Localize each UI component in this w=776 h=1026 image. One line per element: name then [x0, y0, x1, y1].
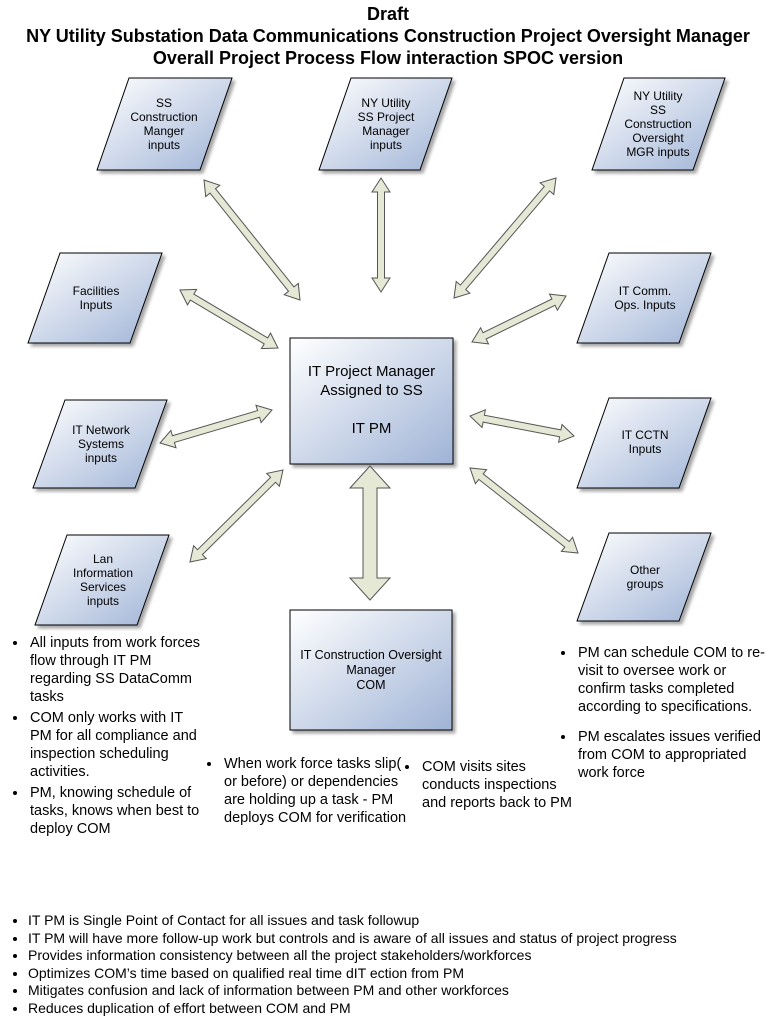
node-it-comm-ops-shape: [576, 252, 712, 344]
node-lan-info-label: Lan Information Services inputs: [72, 552, 134, 608]
node-it-cctn-label: IT CCTN Inputs: [621, 428, 669, 456]
summary-note: Mitigates confusion and lack of informat…: [28, 982, 776, 1000]
node-facilities-label: Facilities Inputs: [72, 284, 120, 312]
left-note: All inputs from work forces flow through…: [28, 634, 204, 706]
summary-note: Provides information consistency between…: [28, 947, 776, 965]
title-draft: Draft: [366, 4, 409, 24]
arrow-other-groups: [469, 467, 579, 554]
arrow-facilities: [179, 288, 279, 350]
title-subtitle: Overall Project Process Flow interaction…: [152, 48, 624, 68]
summary-note: Reduces duplication of effort between CO…: [28, 1000, 776, 1018]
node-ny-utility-oversight-shape: [591, 77, 726, 171]
arrow-ss-construction: [203, 179, 301, 301]
center-box-shape: [289, 337, 454, 465]
node-it-network-label: IT Network Systems inputs: [72, 423, 130, 465]
node-ny-utility-oversight-label: NY Utility SS Construction Oversight MGR…: [624, 89, 692, 159]
node-other-groups-label: Other groups: [626, 563, 664, 591]
right-note: PM escalates issues verified from COM to…: [576, 728, 772, 782]
node-lan-info-shape: [34, 534, 170, 626]
summary-note: IT PM will have more follow-up work but …: [28, 930, 776, 948]
node-facilities-shape: [27, 252, 163, 344]
left-note: COM only works with IT PM for all compli…: [28, 709, 204, 781]
middle-note-a: When work force tasks slip( or before) o…: [222, 755, 408, 827]
middle-note-a-list: When work force tasks slip( or before) o…: [200, 755, 408, 830]
com-box-shape: [289, 609, 453, 731]
arrow-ny-utility-pm: [371, 177, 391, 293]
node-ss-construction-label: SS Construction Manger inputs: [130, 96, 198, 152]
right-note: PM can schedule COM to re-visit to overs…: [576, 644, 772, 716]
center-box-abbrev: IT PM: [351, 420, 392, 437]
arrow-it-cctn: [469, 408, 575, 444]
summary-notes-list: IT PM is Single Point of Contact for all…: [0, 912, 776, 1017]
com-box-label: IT Construction Oversight Manager COM: [300, 648, 442, 692]
node-ny-utility-pm-shape: [318, 77, 453, 171]
node-ss-construction-shape: [96, 77, 233, 171]
summary-note: IT PM is Single Point of Contact for all…: [28, 912, 776, 930]
arrow-it-comm-ops: [471, 293, 567, 345]
arrow-lan-info: [189, 469, 284, 563]
right-notes-list: PM can schedule COM to re-visit to overs…: [554, 644, 772, 785]
center-box-title: IT Project Manager Assigned to SS: [307, 363, 436, 399]
arrow-ny-utility-oversight: [453, 177, 557, 299]
left-note: PM, knowing schedule of tasks, knows whe…: [28, 784, 204, 838]
node-it-network-shape: [32, 399, 168, 489]
middle-note-b-list: COM visits sites conducts inspections an…: [398, 758, 582, 815]
left-notes-list: All inputs from work forces flow through…: [6, 634, 204, 841]
arrow-it-network: [159, 404, 273, 449]
node-ny-utility-pm-label: NY Utility SS Project Manager inputs: [357, 96, 415, 152]
arrow-com: [348, 465, 392, 601]
node-other-groups-shape: [576, 532, 712, 622]
summary-note: Optimizes COM’s time based on qualified …: [28, 965, 776, 983]
title-main: NY Utility Substation Data Communication…: [26, 26, 750, 46]
middle-note-b: COM visits sites conducts inspections an…: [420, 758, 582, 812]
node-it-cctn-shape: [576, 397, 712, 489]
node-it-comm-ops-label: IT Comm. Ops. Inputs: [614, 284, 676, 312]
